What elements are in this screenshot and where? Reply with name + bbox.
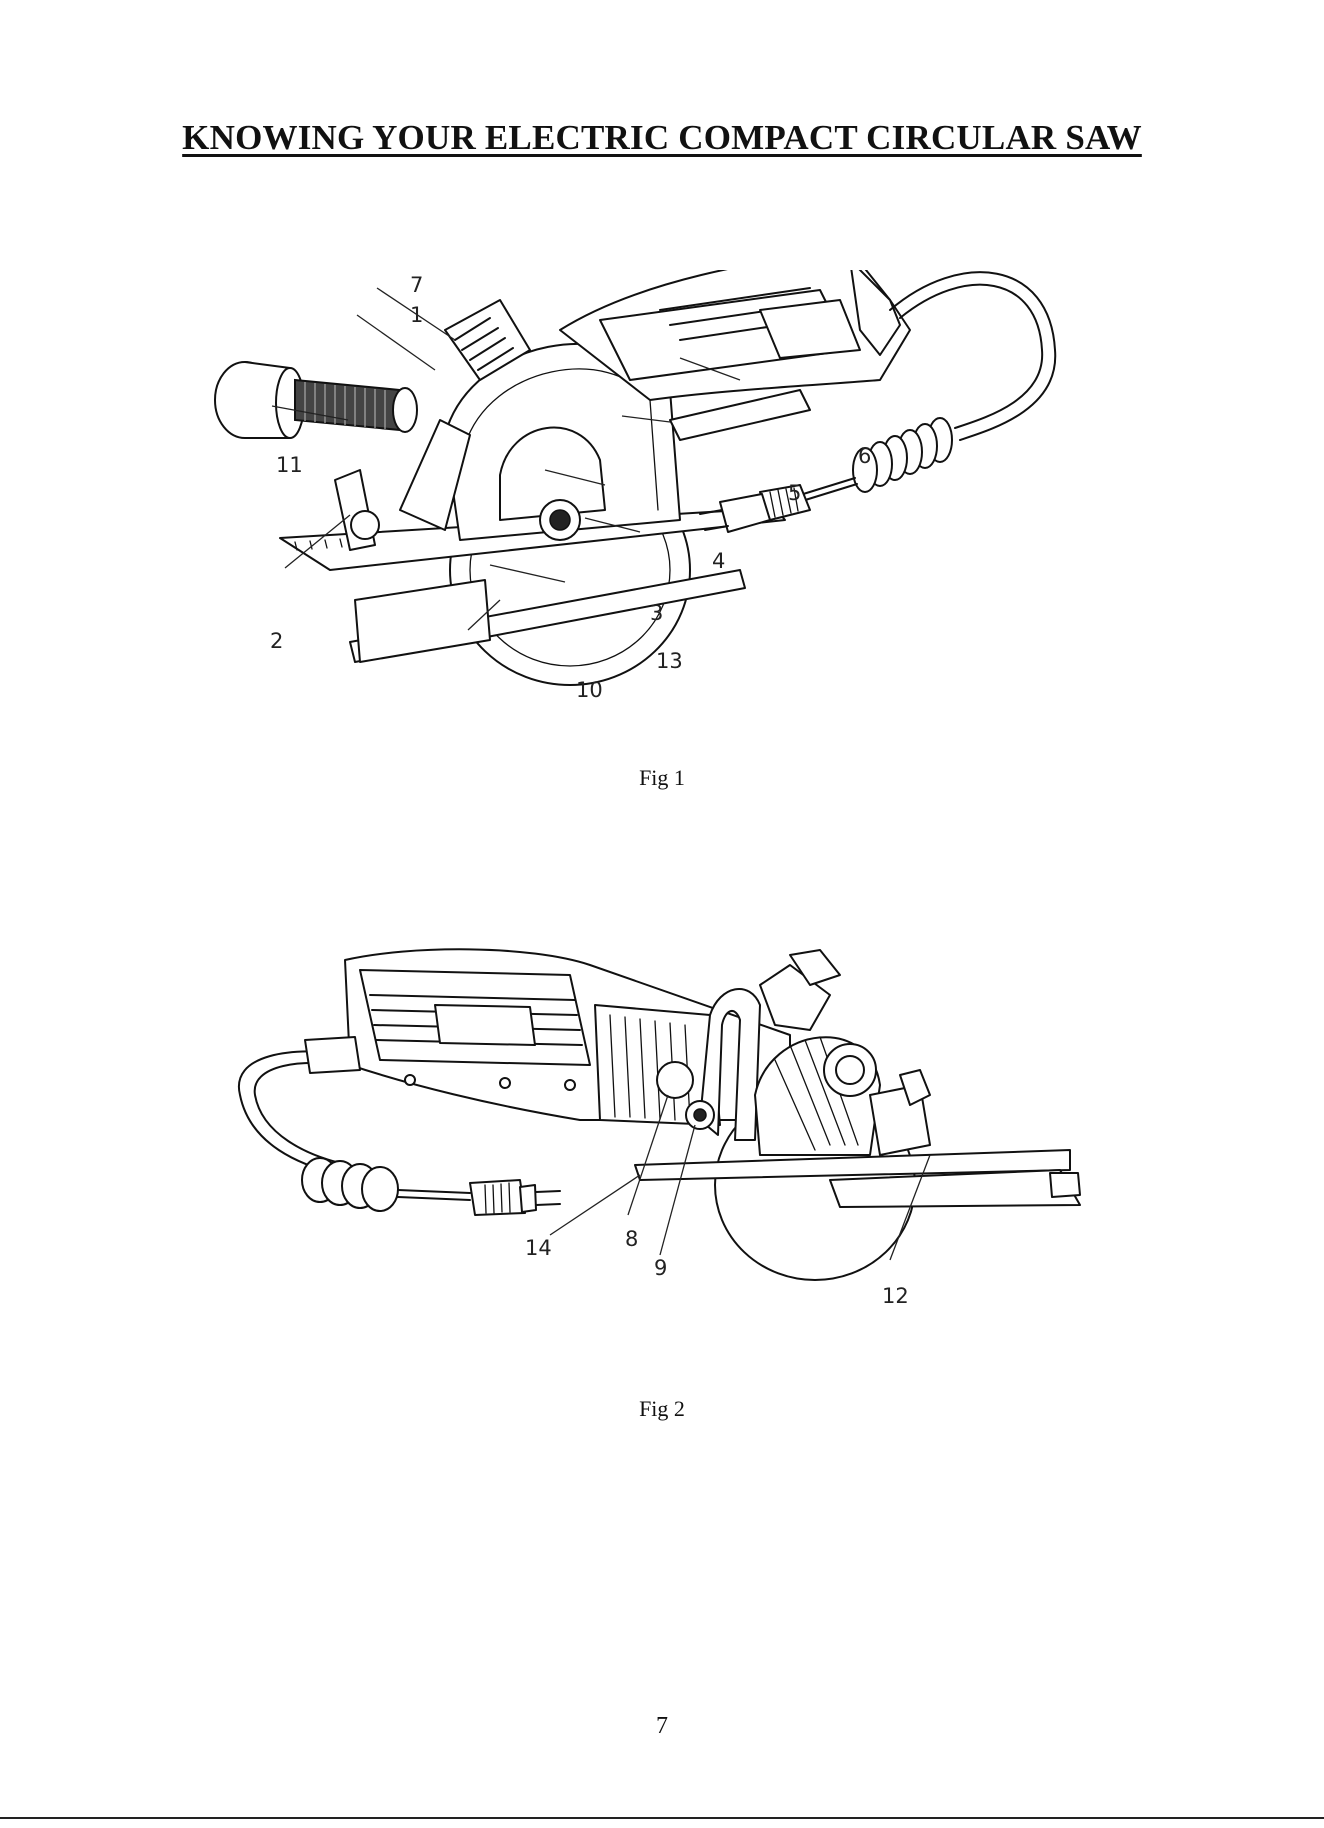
callout-11: 11 bbox=[276, 453, 303, 477]
page-bottom-rule bbox=[0, 1817, 1324, 1819]
callout-1: 1 bbox=[410, 303, 423, 327]
callout-7: 7 bbox=[410, 273, 423, 297]
callout-6: 6 bbox=[858, 444, 871, 468]
fig1-illustration: 1 2 3 4 5 6 7 10 11 13 bbox=[200, 270, 1120, 720]
callout-10: 10 bbox=[576, 678, 603, 702]
callout-12: 12 bbox=[882, 1284, 909, 1308]
circular-saw-perspective-drawing: 1 2 3 4 5 6 7 10 11 13 bbox=[200, 270, 1120, 720]
circular-saw-side-drawing: 8 9 12 14 bbox=[230, 945, 1110, 1325]
page-number: 7 bbox=[0, 1713, 1324, 1740]
callout-9: 9 bbox=[654, 1256, 667, 1280]
callout-3: 3 bbox=[650, 601, 663, 625]
callout-2: 2 bbox=[270, 629, 283, 653]
callout-5: 5 bbox=[788, 481, 801, 505]
callout-8: 8 bbox=[625, 1227, 638, 1251]
page-title: KNOWING YOUR ELECTRIC COMPACT CIRCULAR S… bbox=[0, 118, 1324, 158]
fig1-caption: Fig 1 bbox=[0, 765, 1324, 791]
fig2-caption: Fig 2 bbox=[0, 1396, 1324, 1422]
callout-14: 14 bbox=[525, 1236, 552, 1260]
callout-4: 4 bbox=[712, 549, 725, 573]
callout-13: 13 bbox=[656, 649, 683, 673]
fig2-illustration: 8 9 12 14 bbox=[230, 945, 1110, 1325]
